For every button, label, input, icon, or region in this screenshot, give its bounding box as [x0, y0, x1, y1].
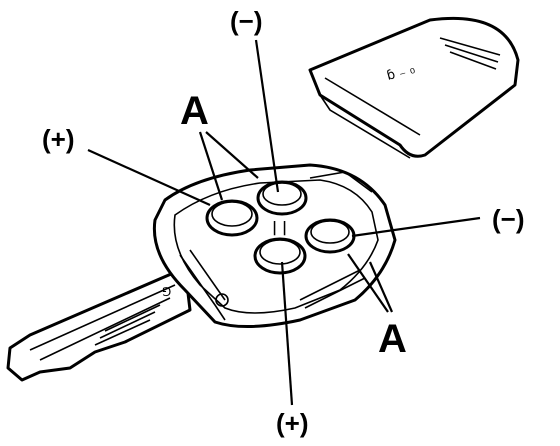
- label-minus-top: (−): [230, 6, 263, 36]
- button-plus-bottom[interactable]: [253, 237, 307, 275]
- blade-mark: ⅁: [162, 285, 171, 299]
- label-plus-left: (+): [42, 124, 75, 154]
- label-plus-bottom: (+): [276, 408, 309, 438]
- label-minus-right: (−): [492, 204, 525, 234]
- button-plus-left[interactable]: [205, 199, 259, 237]
- cover-marking: ɓ ₋ ₀: [385, 62, 417, 84]
- battery-cover: ɓ ₋ ₀: [308, 16, 520, 159]
- leader-lines: [87, 39, 481, 406]
- button-minus-top[interactable]: [256, 180, 308, 216]
- button-minus-right[interactable]: [304, 218, 356, 254]
- key-blade: ⅁: [6, 266, 192, 382]
- center-mark: | |: [272, 220, 287, 236]
- label-a-lower: A: [378, 317, 407, 361]
- label-a-upper: A: [180, 89, 209, 133]
